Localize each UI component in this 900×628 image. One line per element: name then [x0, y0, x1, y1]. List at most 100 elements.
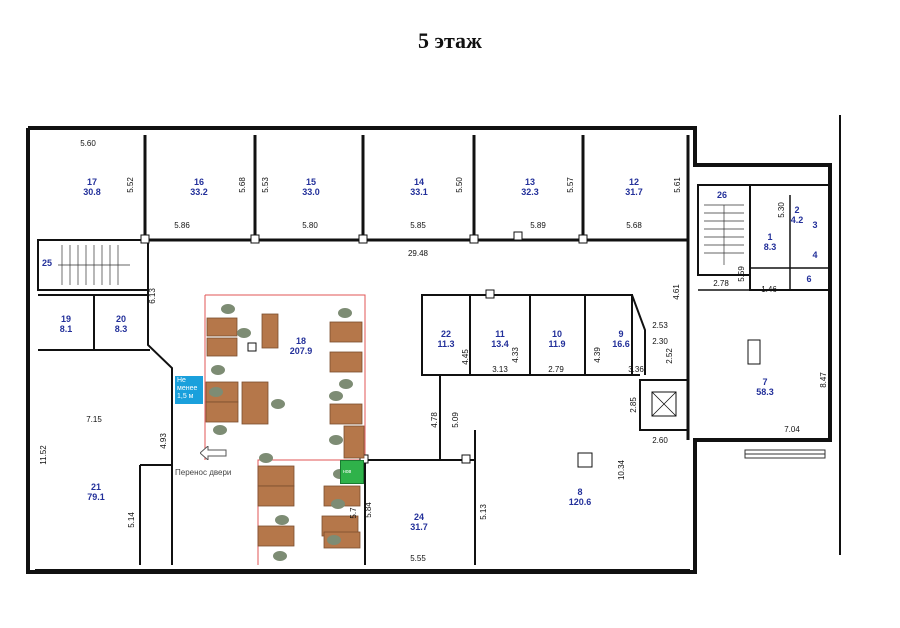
chair [271, 399, 285, 409]
desk [241, 381, 269, 425]
min-width-note: Не менее 1,5 м [175, 376, 203, 404]
new-marker-label: нов [343, 469, 352, 475]
room-number: 26 [717, 190, 727, 200]
dimension-label: 5.55 [410, 554, 426, 563]
dimension-label: 5.84 [364, 502, 373, 518]
windows [744, 449, 826, 459]
chair [273, 551, 287, 561]
elevator-core [639, 379, 689, 431]
south-rooms [364, 375, 476, 565]
columns [140, 231, 761, 468]
dimension-label: 29.48 [408, 249, 429, 258]
dimension-label: 4.45 [461, 349, 470, 365]
room-area: 33.2 [190, 187, 208, 197]
room-number: 9 [618, 329, 623, 339]
chair [213, 425, 227, 435]
dimension-label: 5.57 [566, 177, 575, 193]
dimension-label: 5.09 [451, 412, 460, 428]
dimension-label: 4.93 [159, 433, 168, 449]
dimension-label: 5.68 [238, 177, 247, 193]
desks-layout [205, 304, 365, 561]
chair [329, 435, 343, 445]
room-labels: 1730.81633.21533.01433.11332.31231.72526… [42, 177, 818, 532]
stair-25 [37, 239, 149, 291]
room-area: 30.8 [83, 187, 101, 197]
dimension-label: 5.85 [410, 221, 426, 230]
room-area: 4.2 [791, 215, 804, 225]
dimension-label: 5.89 [530, 221, 546, 230]
room-number: 16 [194, 177, 204, 187]
desk [205, 401, 239, 423]
new-marker: нов [340, 460, 364, 484]
room-number: 15 [306, 177, 316, 187]
room-number: 14 [414, 177, 424, 187]
chair [327, 535, 341, 545]
room-area: 31.7 [410, 522, 428, 532]
chair [209, 387, 223, 397]
desk [329, 403, 363, 425]
room-number: 11 [495, 329, 505, 339]
chair [211, 365, 225, 375]
room-area: 8.3 [764, 242, 777, 252]
outer-walls [26, 115, 841, 574]
room-number: 22 [441, 329, 451, 339]
dimension-label: 5.59 [737, 266, 746, 282]
dimension-label: 2.52 [665, 348, 674, 364]
dimension-label: 4.39 [593, 347, 602, 363]
desk [261, 313, 279, 349]
room-area: 16.6 [612, 339, 630, 349]
dimension-label: 2.85 [629, 397, 638, 413]
dimension-label: 5.86 [174, 221, 190, 230]
dimension-label: 1.46 [761, 285, 777, 294]
dimension-label: 2.30 [652, 337, 668, 346]
door-move-note: Перенос двери [175, 468, 232, 477]
dimension-label: 11.52 [39, 445, 48, 465]
room-number: 20 [116, 314, 126, 324]
chair [339, 379, 353, 389]
dimension-label: 5.61 [673, 177, 682, 193]
room-number: 19 [61, 314, 71, 324]
room-number: 1 [767, 232, 772, 242]
room-number: 24 [414, 512, 424, 522]
room-number: 3 [812, 220, 817, 230]
room-number: 6 [806, 274, 811, 284]
dimension-label: 5.13 [479, 504, 488, 520]
inner-rooms [421, 294, 646, 376]
dimension-label: 5.80 [302, 221, 318, 230]
desk [329, 351, 363, 373]
desk [257, 525, 295, 547]
dimension-label: 3.13 [492, 365, 508, 374]
room-area: 207.9 [290, 346, 313, 356]
room-area: 13.4 [491, 339, 509, 349]
room-number: 12 [629, 177, 639, 187]
dimension-label: 5.14 [127, 512, 136, 528]
dimension-label: 5.68 [626, 221, 642, 230]
dimension-label: 5.30 [777, 202, 786, 218]
room-area: 11.3 [437, 339, 454, 349]
dimension-label: 5.50 [455, 177, 464, 193]
dimension-label: 5.52 [126, 177, 135, 193]
room-number: 25 [42, 258, 52, 268]
desk [206, 317, 238, 337]
dimension-label: 2.60 [652, 436, 668, 445]
dimension-label: 7.15 [86, 415, 102, 424]
dimension-label: 8.47 [819, 372, 828, 388]
chair [221, 304, 235, 314]
desk [206, 337, 238, 357]
room-area: 8.1 [60, 324, 73, 334]
room-number: 13 [525, 177, 535, 187]
room-area: 32.3 [521, 187, 539, 197]
desk [257, 485, 295, 507]
dimension-label: 3.36 [628, 365, 644, 374]
room-area: 11.9 [548, 339, 565, 349]
dimension-label: 2.53 [652, 321, 668, 330]
door-move-arrow-icon [200, 446, 227, 460]
room-number: 4 [812, 250, 817, 260]
dimension-label: 5.60 [80, 139, 96, 148]
room-area: 33.1 [410, 187, 428, 197]
room-area: 31.7 [625, 187, 643, 197]
room-number: 18 [296, 336, 306, 346]
room-number: 10 [552, 329, 562, 339]
chair [237, 328, 251, 338]
